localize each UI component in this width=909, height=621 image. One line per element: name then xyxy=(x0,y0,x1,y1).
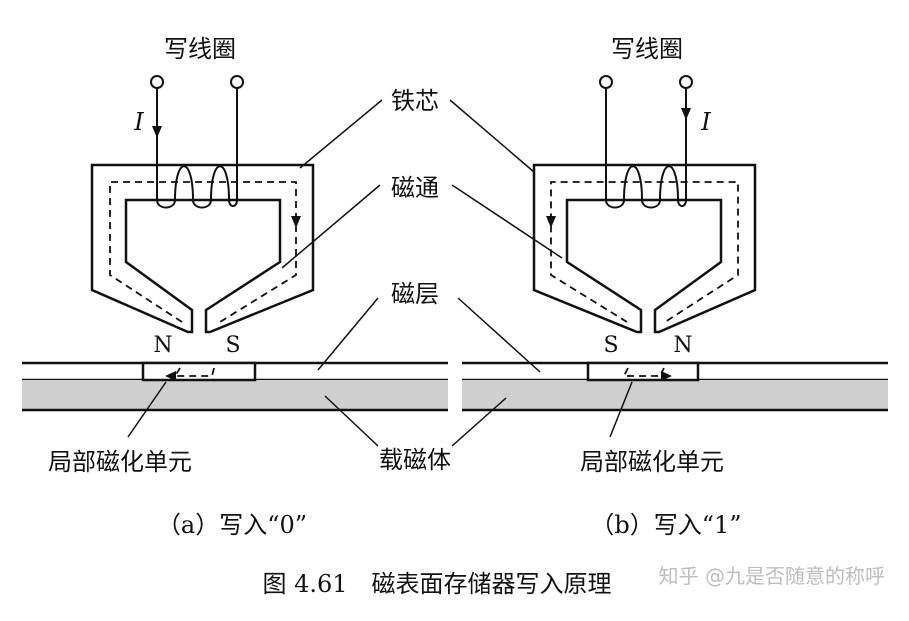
leader-cell-left xyxy=(127,381,167,438)
flux-arrow-gap-right xyxy=(661,371,672,381)
medium-right xyxy=(462,361,888,412)
terminal-left-1 xyxy=(150,75,164,89)
figure-title: 图 4.61 磁表面存储器写入原理 xyxy=(262,570,611,598)
coil-turns-right xyxy=(605,165,687,209)
flux-path-left xyxy=(109,181,297,323)
label-current-left: I xyxy=(133,108,144,136)
label-write-coil-left: 写线圈 xyxy=(164,35,236,63)
terminal-left-2 xyxy=(230,75,244,89)
core-right xyxy=(532,163,757,334)
leader-carrier-right xyxy=(451,397,507,447)
flux-arrow-core-left xyxy=(291,216,301,228)
flux-arrow-gap-left xyxy=(165,371,176,381)
coil-left xyxy=(150,75,244,209)
current-arrow-right xyxy=(681,108,691,120)
flux-right xyxy=(550,181,739,377)
leader-carrier-left xyxy=(324,395,379,447)
leader-core-left xyxy=(299,99,383,169)
flux-gap-left xyxy=(173,367,215,377)
coil-right xyxy=(599,75,693,209)
label-write-coil-right: 写线圈 xyxy=(611,35,683,63)
local-cell-box-right xyxy=(586,361,700,382)
label-pole-n-right: N xyxy=(673,333,692,358)
leader-core-right xyxy=(449,99,535,173)
label-pole-s-right: S xyxy=(603,333,618,358)
label-pole-s-left: S xyxy=(225,333,240,358)
label-flux: 磁通 xyxy=(391,174,439,202)
carrier-fill-right xyxy=(462,380,888,410)
caption-a: （a）写入“0” xyxy=(157,511,307,539)
label-local-cell-left: 局部磁化单元 xyxy=(48,448,192,476)
core-shape-right xyxy=(532,163,757,334)
leader-lines xyxy=(127,99,633,447)
label-carrier: 载磁体 xyxy=(379,446,451,474)
flux-left xyxy=(109,181,297,377)
label-pole-n-left: N xyxy=(153,333,172,358)
leader-cell-right xyxy=(609,381,633,438)
terminal-right-1 xyxy=(599,75,613,89)
core-left xyxy=(90,163,315,334)
current-arrow-left xyxy=(152,126,162,138)
coil-turns-left xyxy=(156,165,238,209)
flux-arrow-core-right xyxy=(546,216,556,228)
flux-path-right xyxy=(550,181,739,323)
label-current-right: I xyxy=(700,108,711,136)
label-magnetic-layer: 磁层 xyxy=(391,280,439,308)
carrier-fill-left xyxy=(22,380,448,410)
leader-flux-right xyxy=(451,184,563,259)
label-local-cell-right: 局部磁化单元 xyxy=(580,448,724,476)
leader-layer-right xyxy=(457,297,541,373)
medium-left xyxy=(22,361,448,412)
label-core: 铁芯 xyxy=(391,87,439,115)
watermark: 知乎 @九是否随意的称呼 xyxy=(659,564,885,588)
caption-b: （b）写入“1” xyxy=(590,511,741,539)
core-shape-left xyxy=(90,163,315,334)
local-cell-box-left xyxy=(141,361,257,382)
leader-flux-left xyxy=(281,184,381,269)
terminal-right-2 xyxy=(679,75,693,89)
leader-layer-left xyxy=(317,297,379,371)
